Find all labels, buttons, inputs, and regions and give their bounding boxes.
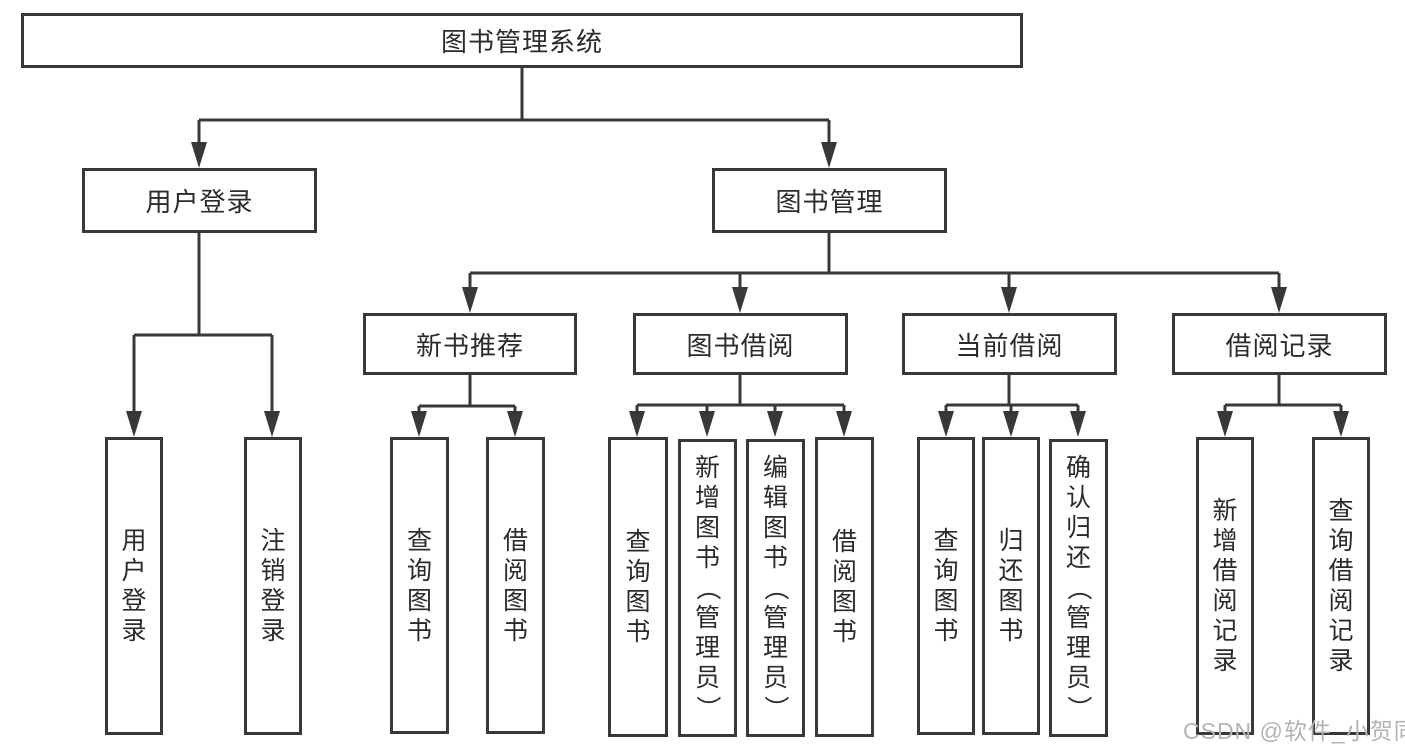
leaf-add-borrow-record: 新增借阅记录 <box>1196 437 1254 735</box>
node-book-management: 图书管理 <box>712 168 947 233</box>
leaf-query-book-borrow-label: 查询图书 <box>625 528 651 646</box>
leaf-logout: 注销登录 <box>244 437 302 735</box>
leaf-query-book-current: 查询图书 <box>917 437 975 735</box>
leaf-return-book-label: 归还图书 <box>998 527 1024 645</box>
leaf-add-borrow-record-label: 新增借阅记录 <box>1212 497 1238 675</box>
leaf-confirm-return-admin-label: 确认归还（管理员） <box>1064 454 1093 721</box>
leaf-logout-label: 注销登录 <box>260 527 286 645</box>
leaf-add-book-admin-label: 新增图书（管理员） <box>693 454 722 721</box>
leaf-query-book-recommend-label: 查询图书 <box>406 526 432 645</box>
leaf-user-login-label: 用户登录 <box>121 527 147 645</box>
node-borrow-records-label: 借阅记录 <box>1225 330 1334 361</box>
node-root-label: 图书管理系统 <box>440 27 603 57</box>
node-borrow-records: 借阅记录 <box>1172 313 1387 375</box>
leaf-return-book: 归还图书 <box>982 437 1040 735</box>
node-current-borrow: 当前借阅 <box>902 313 1117 375</box>
leaf-query-borrow-record: 查询借阅记录 <box>1312 437 1370 735</box>
node-user-login: 用户登录 <box>82 168 317 233</box>
node-new-book-recommend-label: 新书推荐 <box>415 330 524 361</box>
leaf-edit-book-admin: 编辑图书（管理员） <box>746 439 805 737</box>
leaf-edit-book-admin-label: 编辑图书（管理员） <box>761 454 790 721</box>
node-current-borrow-label: 当前借阅 <box>955 330 1064 361</box>
leaf-query-borrow-record-label: 查询借阅记录 <box>1328 497 1354 675</box>
leaf-borrow-book: 借阅图书 <box>815 437 874 737</box>
node-new-book-recommend: 新书推荐 <box>363 313 577 375</box>
csdn-watermark: CSDN @软件_小贺同学 <box>1183 718 1405 744</box>
leaf-user-login: 用户登录 <box>105 437 163 735</box>
leaf-borrow-book-recommend-label: 借阅图书 <box>502 526 528 645</box>
node-user-login-label: 用户登录 <box>145 187 254 217</box>
leaf-query-book-recommend: 查询图书 <box>390 437 449 734</box>
node-book-borrow-label: 图书借阅 <box>686 330 795 361</box>
leaf-add-book-admin: 新增图书（管理员） <box>678 439 737 737</box>
leaf-borrow-book-label: 借阅图书 <box>831 528 857 646</box>
node-root: 图书管理系统 <box>21 13 1023 68</box>
leaf-query-book-borrow: 查询图书 <box>608 437 668 737</box>
leaf-query-book-current-label: 查询图书 <box>933 527 959 645</box>
node-book-borrow: 图书借阅 <box>633 313 848 375</box>
node-book-management-label: 图书管理 <box>775 187 884 217</box>
leaf-borrow-book-recommend: 借阅图书 <box>486 437 545 734</box>
leaf-confirm-return-admin: 确认归还（管理员） <box>1049 439 1108 737</box>
